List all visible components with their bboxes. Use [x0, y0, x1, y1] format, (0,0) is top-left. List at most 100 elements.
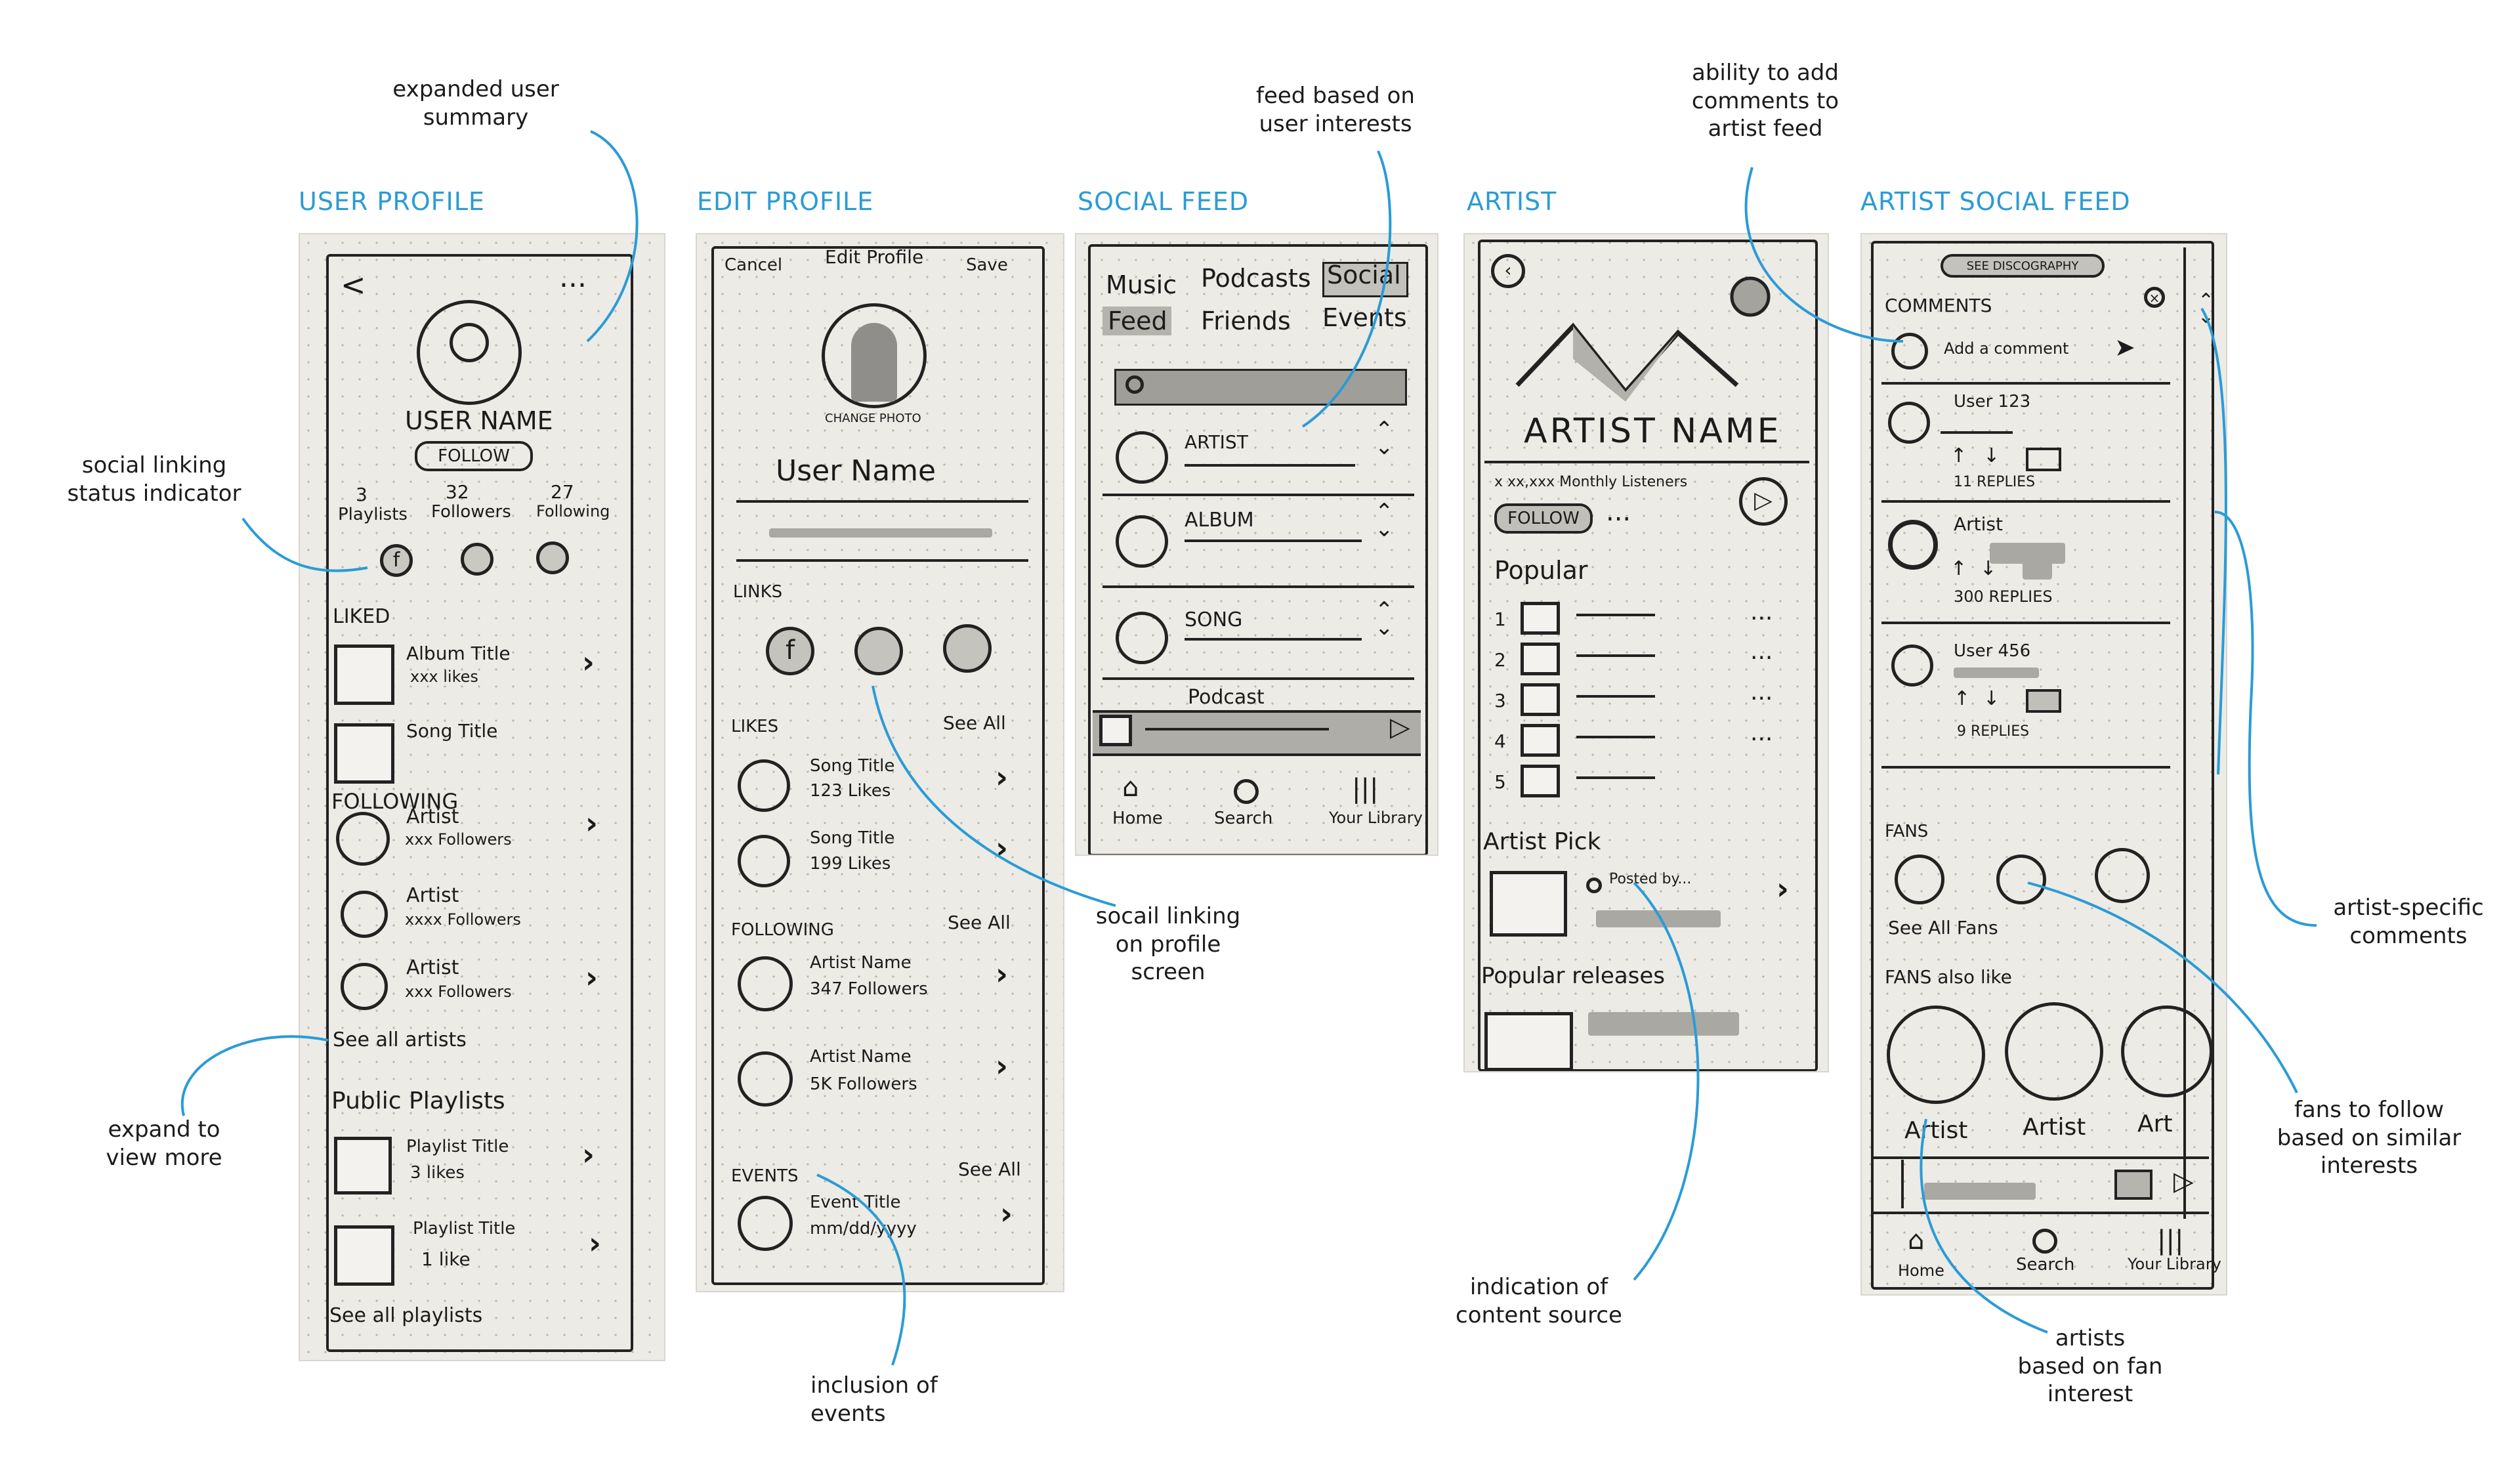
more-icon[interactable]: ... [1606, 497, 1631, 527]
chevron-right-icon[interactable]: › [589, 1225, 601, 1261]
chevron-right-icon[interactable]: › [585, 960, 598, 995]
follow-button[interactable]: FOLLOW [1494, 503, 1593, 534]
instagram-icon[interactable] [461, 543, 494, 576]
fans-header: FANS [1885, 822, 1929, 841]
vote-arrows-icon[interactable]: ⌃⌄ [1375, 417, 1394, 460]
avatar-head [450, 323, 489, 362]
twitter-icon[interactable] [943, 624, 992, 673]
events-see-all-link[interactable]: See All [958, 1158, 1021, 1180]
feed-item-song[interactable]: SONG [1185, 608, 1243, 631]
user-name-field[interactable]: User Name [776, 454, 936, 488]
search-bar[interactable] [1114, 369, 1407, 406]
back-icon[interactable]: < [341, 267, 366, 303]
arrow-social-linking-profile [872, 685, 1116, 907]
chevron-right-icon[interactable]: › [582, 1137, 595, 1172]
reply-icon[interactable] [2023, 561, 2052, 580]
library-icon[interactable]: ||| [1352, 774, 1379, 804]
tab-feed[interactable]: Feed [1108, 307, 1167, 335]
save-button[interactable]: Save [966, 255, 1008, 275]
see-all-playlists-link[interactable]: See all playlists [329, 1304, 483, 1327]
vote-arrows-icon[interactable]: ⌃⌄ [1375, 499, 1394, 542]
cancel-button[interactable]: Cancel [724, 255, 783, 275]
upvote-icon[interactable]: ↑ [1950, 557, 1967, 580]
fans-also-like-1-avatar[interactable] [1887, 1005, 1985, 1104]
see-discography-button[interactable]: SEE DISCOGRAPHY [1941, 254, 2105, 278]
downvote-icon[interactable]: ↓ [1983, 687, 2000, 710]
more-icon[interactable]: ... [559, 261, 587, 294]
see-all-fans-link[interactable]: See All Fans [1888, 917, 1998, 939]
upvote-icon[interactable]: ↑ [1954, 687, 1971, 710]
feed-item-artist[interactable]: ARTIST [1185, 431, 1248, 453]
play-icon[interactable]: ▷ [1390, 712, 1410, 742]
profile-photo[interactable] [822, 303, 927, 408]
home-icon[interactable]: ⌂ [1908, 1225, 1925, 1256]
following-see-all-link[interactable]: See All [948, 912, 1011, 933]
back-icon[interactable]: ‹ [1491, 254, 1525, 288]
tab-music[interactable]: Music [1106, 270, 1177, 299]
annotation-artist-specific-comments: artist-specific comments [2333, 895, 2484, 949]
nav-home-label[interactable]: Home [1112, 809, 1163, 828]
feed-item-podcast[interactable]: Podcast [1188, 686, 1265, 709]
facebook-icon[interactable]: f [766, 627, 814, 675]
play-icon[interactable]: ▷ [2174, 1166, 2194, 1196]
upvote-icon[interactable]: ↑ [1950, 444, 1967, 467]
artist-hero-image [1515, 276, 1771, 402]
nav-library-label[interactable]: Your Library [1329, 809, 1423, 827]
library-icon[interactable]: ||| [2157, 1225, 2184, 1256]
add-comment-field[interactable]: Add a comment [1944, 339, 2069, 358]
event-1-art [738, 1196, 793, 1251]
chevron-right-icon[interactable]: › [1776, 871, 1789, 906]
scroll-arrows-icon[interactable]: ⌃⌄ [2198, 289, 2215, 328]
nav-library-label[interactable]: Your Library [2128, 1255, 2221, 1273]
send-icon[interactable]: ➤ [2114, 333, 2135, 362]
now-playing-bar[interactable] [1093, 710, 1421, 756]
reply-icon[interactable] [2026, 689, 2061, 713]
chevron-right-icon[interactable]: › [582, 645, 595, 680]
feed-item-album[interactable]: ALBUM [1185, 509, 1254, 532]
chevron-right-icon[interactable]: › [996, 1048, 1008, 1084]
vote-arrows-icon[interactable]: ⌃⌄ [1375, 597, 1394, 641]
annotation-social-linking-profile: socail linking on profile screen [1095, 903, 1241, 985]
downvote-icon[interactable]: ↓ [1980, 557, 1997, 580]
likes-see-all-link[interactable]: See All [943, 712, 1006, 734]
more-icon[interactable]: ... [1750, 599, 1773, 625]
device-icon[interactable] [2114, 1170, 2152, 1200]
nav-home-label[interactable]: Home [1898, 1261, 1944, 1280]
tab-events[interactable]: Events [1322, 303, 1407, 332]
chevron-right-icon[interactable]: › [996, 956, 1008, 992]
change-photo-link[interactable]: CHANGE PHOTO [825, 412, 921, 425]
more-icon[interactable]: ... [1750, 638, 1773, 665]
arrow-expanded-summary [586, 130, 639, 343]
chevron-right-icon[interactable]: › [996, 759, 1008, 795]
chevron-right-icon[interactable]: › [585, 805, 598, 841]
close-icon[interactable]: × [2144, 287, 2165, 308]
tab-friends[interactable]: Friends [1201, 307, 1291, 335]
downvote-icon[interactable]: ↓ [1983, 444, 2000, 467]
now-playing-bar[interactable] [1871, 1156, 2209, 1214]
fan-3-avatar[interactable] [2095, 848, 2150, 903]
nav-search-label[interactable]: Search [2016, 1255, 2075, 1275]
following-header: FOLLOWING [331, 789, 459, 814]
tab-podcasts[interactable]: Podcasts [1201, 264, 1311, 293]
more-icon[interactable]: ... [1750, 719, 1773, 746]
posted-by-avatar [1586, 878, 1602, 893]
fan-2-avatar[interactable] [1996, 855, 2046, 904]
reply-icon[interactable] [2026, 448, 2061, 471]
fans-also-like-3-avatar[interactable] [2121, 1005, 2213, 1097]
search-nav-icon[interactable] [2032, 1229, 2057, 1254]
follow-button[interactable]: FOLLOW [415, 441, 533, 471]
play-button[interactable]: ▷ [1739, 477, 1788, 526]
more-icon[interactable]: ... [1750, 679, 1773, 706]
fan-1-avatar[interactable] [1895, 855, 1944, 904]
nav-search-label[interactable]: Search [1214, 809, 1273, 828]
instagram-icon[interactable] [854, 627, 903, 675]
facebook-icon[interactable]: f [380, 544, 413, 577]
fans-also-like-2-avatar[interactable] [2005, 1002, 2103, 1101]
search-nav-icon[interactable] [1234, 779, 1259, 804]
following-artist-3-name: Artist [406, 956, 459, 979]
twitter-icon[interactable] [536, 541, 569, 574]
home-icon[interactable]: ⌂ [1122, 772, 1139, 803]
chevron-right-icon[interactable]: › [1000, 1196, 1013, 1231]
release-art [1484, 1012, 1573, 1071]
see-all-artists-link[interactable]: See all artists [333, 1028, 467, 1051]
